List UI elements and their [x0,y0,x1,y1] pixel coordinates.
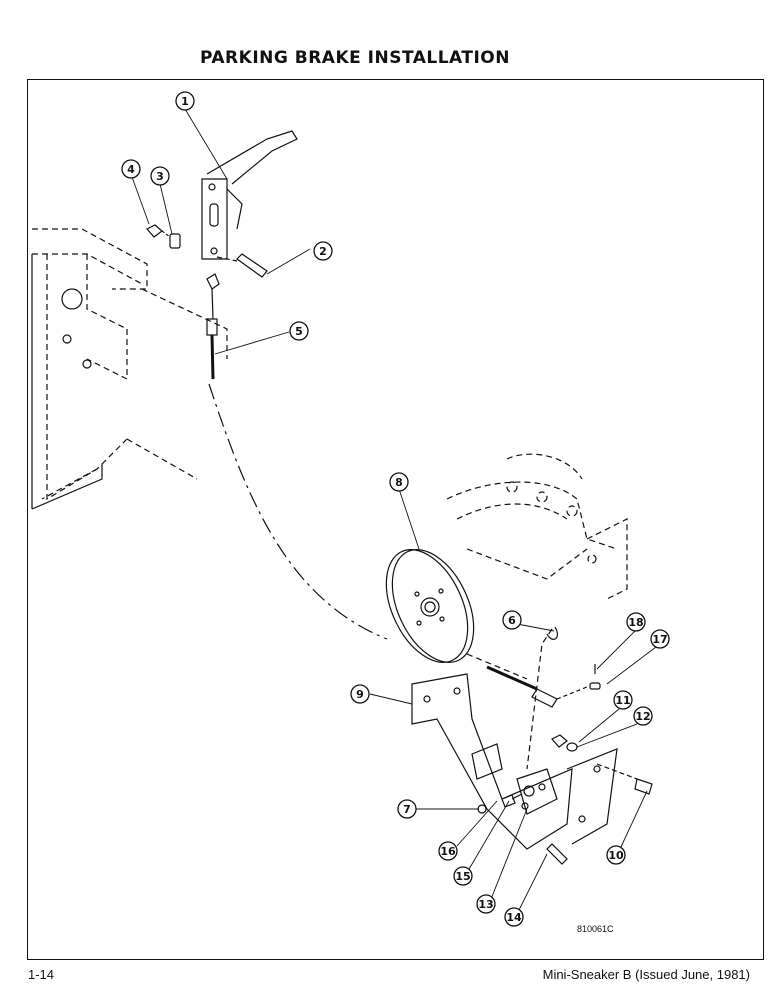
nut-washer [551,734,578,752]
cable-end [206,273,220,380]
callout-13: 13 [476,894,496,914]
svg-text:8: 8 [395,476,403,489]
callout-5: 5 [289,321,309,341]
actuator [471,743,558,815]
callout-17: 17 [650,629,670,649]
svg-text:14: 14 [506,911,522,924]
axle-housing [446,453,628,600]
footer-text: Mini-Sneaker B (Issued June, 1981) [542,967,750,982]
leader-lines [131,108,661,915]
pin-clip [556,664,601,700]
bolt-14 [546,843,568,865]
svg-text:17: 17 [652,633,667,646]
chassis-solid [31,254,103,510]
callout-16: 16 [438,841,458,861]
svg-text:13: 13 [478,898,493,911]
page-title: PARKING BRAKE INSTALLATION [200,48,510,68]
hand-lever [201,130,298,260]
brake-cable [208,383,388,640]
callout-9: 9 [350,684,370,704]
bolt-10 [596,763,653,795]
callouts: 1 2 3 4 5 6 7 8 9 10 11 12 13 14 15 16 1… [121,91,670,927]
callout-2: 2 [313,241,333,261]
svg-text:1: 1 [181,95,189,108]
svg-text:18: 18 [628,616,643,629]
bracket [411,673,618,850]
callout-7: 7 [397,799,417,819]
rod-assembly [466,626,558,770]
brake-disc [385,549,475,663]
chassis-frame [32,228,228,501]
svg-text:15: 15 [455,870,470,883]
bolt-2 [216,253,268,278]
spacer-nut [146,224,181,249]
callout-1: 1 [175,91,195,111]
callout-12: 12 [633,706,653,726]
svg-text:2: 2 [319,245,327,258]
callout-4: 4 [121,159,141,179]
callout-6: 6 [502,610,522,630]
svg-text:3: 3 [156,170,164,183]
diagram-frame [27,79,764,960]
svg-text:6: 6 [508,614,516,627]
svg-text:11: 11 [615,694,630,707]
svg-text:4: 4 [127,163,135,176]
page-number: 1-14 [28,967,55,982]
svg-text:9: 9 [356,688,364,701]
svg-text:5: 5 [295,325,303,338]
callout-3: 3 [150,166,170,186]
svg-text:10: 10 [608,849,624,862]
callout-14: 14 [504,907,524,927]
callout-10: 10 [606,845,626,865]
svg-text:12: 12 [635,710,650,723]
svg-text:7: 7 [403,803,411,816]
callout-15: 15 [453,866,473,886]
callout-11: 11 [613,690,633,710]
callout-8: 8 [389,472,409,492]
drawing-code: 810061C [577,924,614,934]
callout-18: 18 [626,612,646,632]
parking-brake-diagram: 1 2 3 4 5 6 7 8 9 10 11 12 13 14 15 16 1… [31,91,670,934]
svg-text:16: 16 [440,845,456,858]
